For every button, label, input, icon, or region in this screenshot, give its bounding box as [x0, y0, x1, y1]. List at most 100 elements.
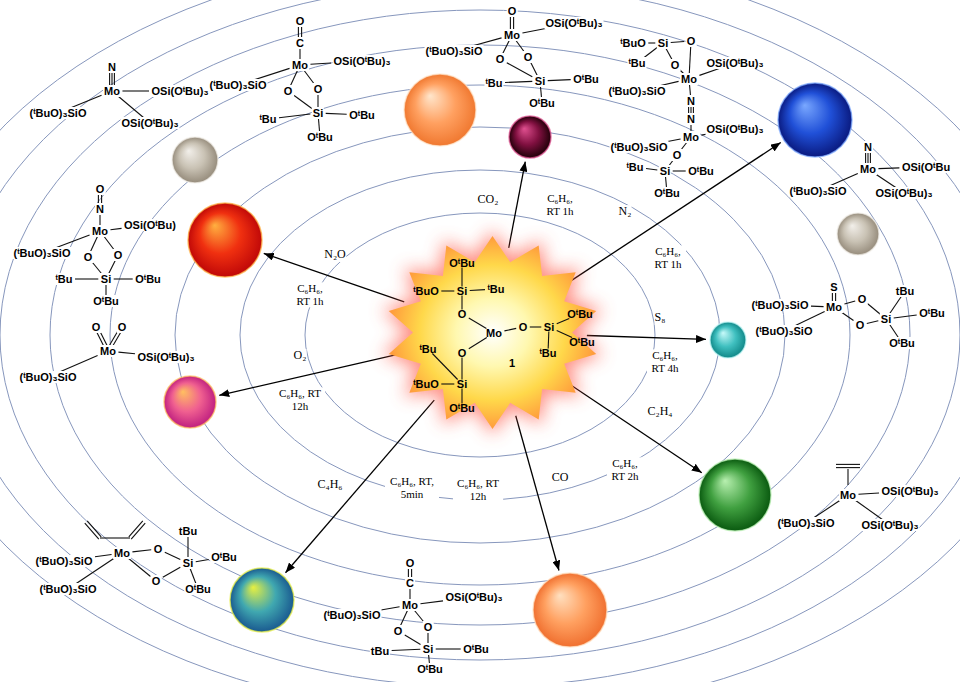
atom-label: Si [422, 643, 434, 655]
sphere-shape [532, 572, 608, 648]
bond-line [867, 321, 879, 324]
condition-label: C₆H₆, RT, 5min [385, 475, 439, 500]
product-sphere: MoOSi(OᵗBu)₃(ᵗBuO)₃SiOOSi(OᵗBu)₃ [698, 458, 772, 532]
atom-label: Mo [103, 85, 121, 97]
bond-line [392, 649, 421, 650]
label-holder: (ᵗBuO)₃SiO [19, 368, 78, 384]
label-holder: OᵗBu [572, 70, 600, 86]
label-holder: ᵗBu [258, 110, 277, 126]
atom-label: ᵗBu [625, 161, 644, 173]
bond-line [310, 63, 331, 64]
atom-label: Si [456, 285, 468, 297]
label-holder: Mo [113, 544, 131, 560]
bond-group [432, 268, 572, 404]
label-holder: O [313, 80, 324, 96]
label-holder: C₆H₆, RT 1h [650, 245, 686, 270]
label-holder: OSi(OᵗBu)₃ [875, 184, 934, 200]
reaction-arrow [509, 162, 526, 248]
label-holder: O [393, 622, 404, 638]
atom-label: O [523, 51, 534, 63]
label-holder: C₆H₆, RT 12h [453, 477, 503, 502]
label-holder: Si [422, 640, 434, 656]
orbit-ellipse [110, 85, 850, 585]
atom-label: Mo [113, 547, 131, 559]
sphere-shape [163, 375, 217, 429]
label-holder: OᵗBu [888, 334, 916, 350]
atom-label: O [855, 319, 866, 331]
product-sphere: NMoOSi(OᵗBu(ᵗBuO)₃SiOOSi(OᵗBu)₃ [836, 212, 880, 256]
atom-label: Si [657, 37, 669, 49]
atom-label: (ᵗBuO)₃SiO [35, 555, 94, 567]
atom-label: OᵗBu [653, 187, 681, 199]
atom-label: (ᵗBuO)₃SiO [13, 247, 72, 259]
atom-label: OᵗBu [687, 165, 715, 177]
atom-label: ᵗBu [54, 273, 73, 285]
atom-label: OSi(OᵗBu)₃ [445, 591, 504, 603]
bond-line [400, 610, 408, 627]
atom-label: OᵗBu [462, 643, 490, 655]
reagent-label: S₈ [655, 311, 666, 325]
label-holder: O [153, 540, 164, 556]
bond-line [530, 326, 542, 327]
sphere-shape [698, 458, 772, 532]
label-holder: OᵗBu [918, 304, 946, 320]
label-holder: ᵗBu [538, 344, 557, 360]
atom-label: (ᵗBuO)₃SiO [777, 517, 836, 529]
bond-line [441, 383, 454, 384]
atom-label: Mo [401, 599, 419, 611]
label-holder: OᵗBu [184, 580, 212, 596]
atom-label: OSi(OᵗBu)₃ [861, 519, 920, 531]
bond-line [689, 46, 691, 75]
bond-line [432, 354, 457, 380]
sphere [509, 116, 551, 158]
atom-label: ᵗBu [538, 347, 557, 359]
bond-line [461, 268, 462, 287]
atom-label: OᵗBu [568, 336, 596, 348]
label-holder: O [95, 180, 106, 196]
product-sphere: SMo(ᵗBuO)₃SiO(ᵗBuO)₃SiOOtBuOSiOᵗBuOᵗBu [709, 321, 747, 359]
reagent-label: N₂O [324, 248, 346, 262]
reagent-label: C₂H₄ [647, 405, 672, 419]
bond-line [469, 318, 487, 328]
label-holder: tBu [370, 642, 390, 658]
label-holder: O [686, 32, 697, 48]
label-holder: C₂H₄ [647, 405, 672, 419]
atom-label: N [686, 95, 696, 107]
label-holder: Mo [401, 596, 419, 612]
label-holder: O [405, 554, 416, 570]
label-holder: N [863, 138, 873, 154]
label-holder: Mo [485, 324, 503, 340]
atom-label: Mo [680, 73, 698, 85]
label-holder: Mo [859, 160, 877, 176]
atom-label: OᵗBu [566, 308, 594, 320]
label-holder: 1 [508, 354, 516, 370]
label-holder: OSi(OᵗBu)₃ [151, 82, 210, 98]
bond-line [131, 523, 145, 539]
bond-line [811, 306, 824, 308]
atom-label: O [313, 83, 324, 95]
atom-label: O [672, 149, 683, 161]
bond-line [58, 356, 97, 373]
bond-line [290, 70, 298, 87]
orbit-ellipse [175, 127, 785, 543]
bond-line [894, 315, 917, 318]
bond-line [836, 464, 860, 465]
label-holder: O [495, 50, 506, 66]
atom-label: OᵗBu [348, 109, 376, 121]
atom-label: Si [182, 557, 194, 569]
atom-label: N [107, 61, 117, 73]
label-holder: OᵗBu [687, 162, 715, 178]
label-holder: N [107, 58, 117, 74]
label-holder: OSi(OᵗBu)₃ [706, 54, 765, 70]
label-holder: O [83, 248, 94, 264]
bond-line [889, 296, 902, 315]
bond-line [127, 558, 150, 577]
bond-line [469, 338, 487, 349]
bond-line [294, 96, 312, 109]
atom-label: Mo [825, 301, 843, 313]
bond-line [165, 552, 181, 559]
atom-label: (ᵗBuO)₃SiO [610, 141, 669, 153]
label-holder: Si [880, 310, 892, 326]
bond-line [75, 278, 98, 279]
atom-label: O [495, 53, 506, 65]
